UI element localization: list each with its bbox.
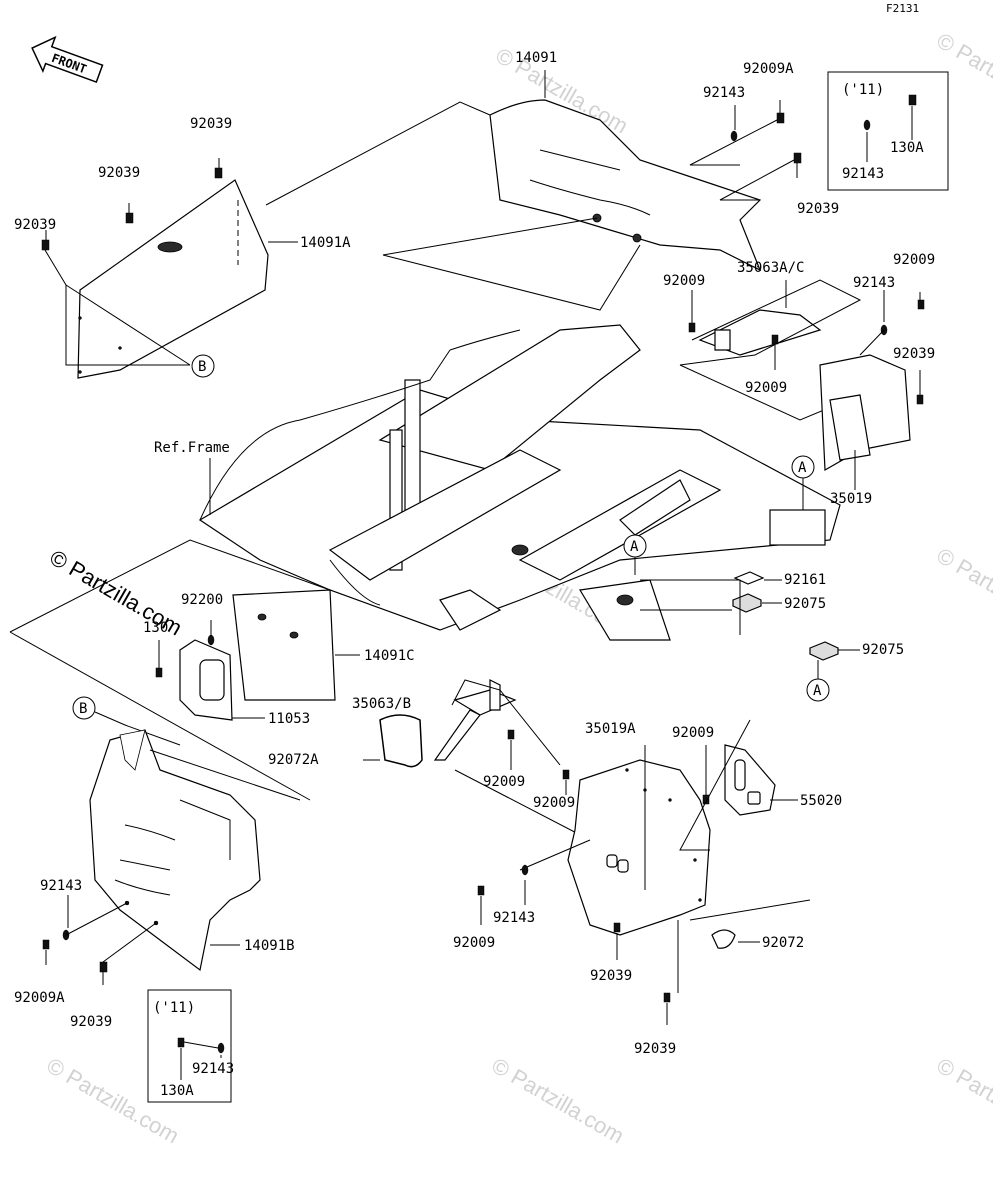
year-box-bottom: ('11) 92143 130A [147, 989, 234, 1103]
label-92143-bottom: 92143 [493, 910, 535, 926]
label-92039-b: 92039 [98, 165, 140, 181]
label-35019A: 35019A [585, 721, 636, 737]
label-92143-top: 92143 [703, 85, 745, 101]
plate-14091C [232, 589, 336, 701]
label-92039-c: 92039 [14, 217, 56, 233]
ref-frame-label: Ref.Frame [154, 440, 230, 456]
watermark-bottom-right: © Partzilla.com [933, 1053, 993, 1149]
label-92039-left: 92039 [70, 1014, 112, 1030]
label-92039-bottom-a: 92039 [590, 968, 632, 984]
panel-14091A [77, 179, 269, 379]
label-35019: 35019 [830, 491, 872, 507]
year-box-top: ('11) 130A 92143 [827, 71, 949, 191]
label-92009-bottom: 92009 [453, 935, 495, 951]
label-130: 130 [143, 620, 168, 636]
flap-35019A [567, 759, 711, 936]
label-92009-l1: 92009 [663, 273, 705, 289]
ref-B-2-label: B [79, 701, 87, 717]
part-labels: 14091 92009A 92143 92039 92039 92039 920… [14, 50, 935, 1057]
ref-A-2: A [623, 534, 647, 558]
year-box-bottom-year: ('11) [153, 1000, 195, 1016]
year-box-top-washer: 92143 [842, 166, 884, 182]
watermark-top-right: © Partzilla.com [933, 28, 993, 124]
ref-A-1: A [791, 455, 815, 479]
label-92161: 92161 [784, 572, 826, 588]
label-35063AC: 35063A/C [737, 260, 804, 276]
bracket-35063AC [688, 309, 822, 356]
label-92009A-left: 92009A [14, 990, 65, 1006]
year-box-top-year: ('11) [842, 82, 884, 98]
label-14091C: 14091C [364, 648, 415, 664]
bracket-11053 [179, 639, 233, 721]
ref-A-3-label: A [813, 683, 822, 699]
cover-14091B [89, 729, 261, 972]
label-92039-bottom-b: 92039 [634, 1041, 676, 1057]
fender-35019 [819, 299, 925, 472]
label-92009-c1: 92009 [483, 774, 525, 790]
panel-14091 [489, 99, 762, 272]
ref-A-3: A [806, 678, 830, 702]
label-92075-a: 92075 [784, 596, 826, 612]
label-92200: 92200 [181, 592, 223, 608]
bracket-55020 [724, 744, 776, 816]
label-92143-right: 92143 [853, 275, 895, 291]
watermark-right: © Partzilla.com [933, 543, 993, 639]
ref-A-2-label: A [630, 539, 639, 555]
label-92039-a: 92039 [190, 116, 232, 132]
label-55020: 55020 [800, 793, 842, 809]
label-92009-c2: 92009 [533, 795, 575, 811]
label-11053: 11053 [268, 711, 310, 727]
watermark-bottom-center: © Partzilla.com [488, 1053, 629, 1149]
label-92039-top-right: 92039 [797, 201, 839, 217]
year-box-bottom-bolt: 130A [160, 1083, 194, 1099]
year-box-bottom-washer: 92143 [192, 1061, 234, 1077]
ref-A-1-label: A [798, 460, 807, 476]
label-92009-m1: 92009 [745, 380, 787, 396]
year-box-top-bolt: 130A [890, 140, 924, 156]
label-92143-left: 92143 [40, 878, 82, 894]
ref-B-1: B [191, 354, 215, 378]
label-14091: 14091 [515, 50, 557, 66]
figure-code: F2131 [886, 2, 919, 15]
label-92072: 92072 [762, 935, 804, 951]
bracket-35063B [433, 679, 517, 761]
label-35063B: 35063/B [352, 696, 411, 712]
front-arrow: FRONT [31, 35, 104, 84]
label-92009A-top: 92009A [743, 61, 794, 77]
ref-B-1-label: B [198, 359, 206, 375]
bolts-top-right [730, 112, 802, 164]
label-92009-r1: 92009 [893, 252, 935, 268]
frame [198, 324, 841, 641]
label-92039-right: 92039 [893, 346, 935, 362]
label-92072A: 92072A [268, 752, 319, 768]
watermark-bottom-left: © Partzilla.com [43, 1053, 184, 1149]
label-14091A: 14091A [300, 235, 351, 251]
label-14091B: 14091B [244, 938, 295, 954]
label-92009-c3: 92009 [672, 725, 714, 741]
label-92075-b: 92075 [862, 642, 904, 658]
ref-B-2: B [72, 696, 96, 720]
